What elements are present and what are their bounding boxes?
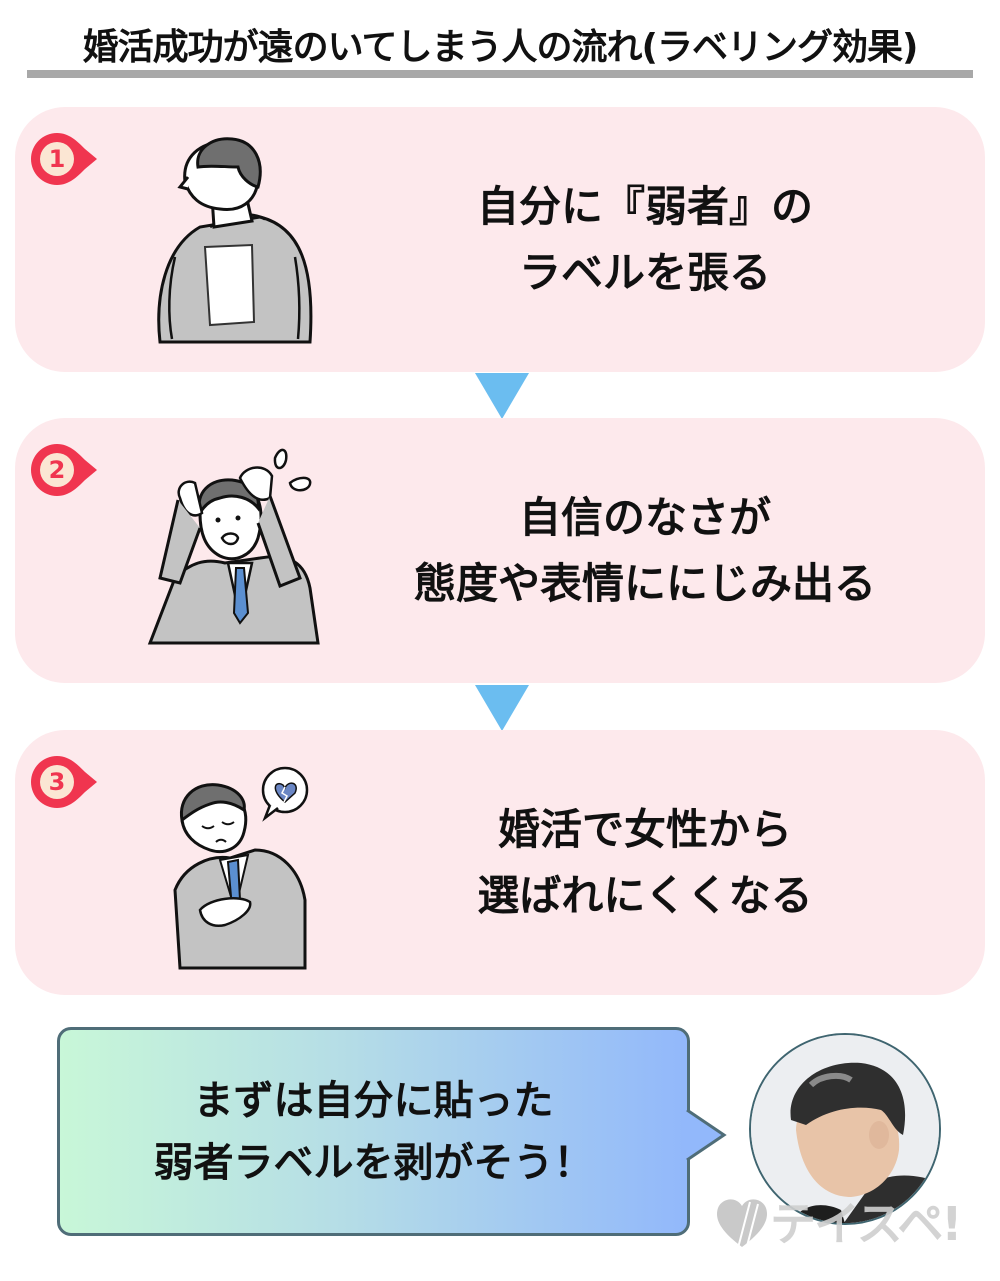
step-number-badge: 3	[29, 754, 109, 810]
step-description: 婚活で女性から 選ばれにくくなる	[345, 730, 945, 995]
speech-bubble-tail-icon	[686, 1108, 727, 1162]
sad-man-broken-heart-icon	[140, 750, 330, 975]
step-text-line-2: 態度や表情ににじみ出る	[413, 558, 876, 608]
step-text-line-2: 選ばれにくくなる	[477, 870, 813, 920]
step-card-1: 1 自分に『弱者』の ラベルを張る	[15, 107, 985, 372]
page-title: 婚活成功が遠のいてしまう人の流れ(ラベリング効果)	[82, 27, 919, 68]
step-number: 1	[48, 145, 66, 173]
step-text-line-1: 自分に『弱者』の	[476, 181, 813, 231]
down-arrow-icon	[475, 685, 529, 731]
step-description: 自分に『弱者』の ラベルを張る	[345, 107, 945, 372]
step-text-line-1: 自信のなさが	[518, 492, 771, 542]
step-description: 自信のなさが 態度や表情ににじみ出る	[345, 418, 945, 683]
step-number: 2	[48, 456, 66, 484]
title-underline	[27, 70, 973, 78]
step-card-2: 2 自信のなさが 態度や表情にに	[15, 418, 985, 683]
down-arrow-icon	[475, 373, 529, 419]
step-text-line-1: 婚活で女性から	[497, 804, 792, 854]
advisor-avatar	[749, 1033, 941, 1225]
man-with-label-on-back-icon	[140, 127, 330, 352]
step-number-badge: 2	[29, 442, 109, 498]
step-card-3: 3 婚活で女性から 選ばれにくくなる	[15, 730, 985, 995]
step-number-badge: 1	[29, 131, 109, 187]
callout-speech-bubble: まずは自分に貼った 弱者ラベルを剥がそう！	[57, 1027, 690, 1236]
anxious-man-holding-head-icon	[140, 438, 330, 663]
watermark-text: テイスペ!	[770, 1197, 962, 1251]
step-number: 3	[48, 768, 66, 796]
heart-ladder-logo-icon	[717, 1199, 767, 1251]
callout-line-1: まずは自分に貼った	[193, 1077, 554, 1124]
step-text-line-2: ラベルを張る	[518, 247, 771, 297]
callout-line-2: 弱者ラベルを剥がそう！	[153, 1139, 594, 1186]
